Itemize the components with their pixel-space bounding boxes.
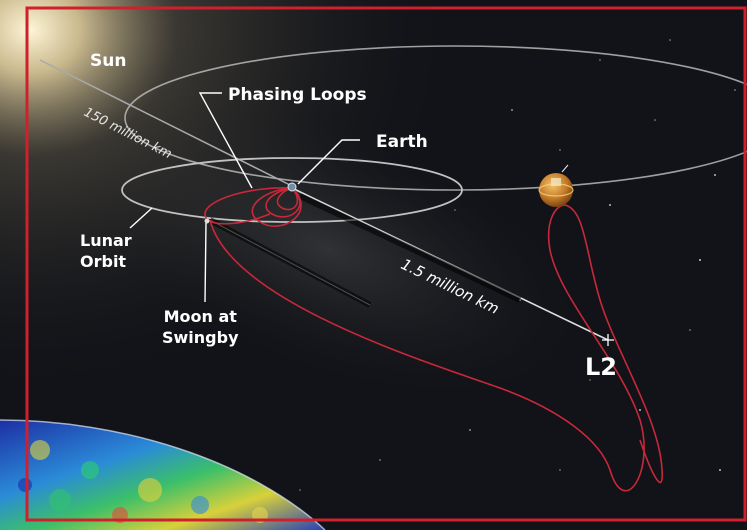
moon-marker xyxy=(204,218,210,224)
earth-marker xyxy=(287,182,297,192)
label-leader-lines xyxy=(129,92,360,303)
phasing-loops-label: Phasing Loops xyxy=(228,85,367,105)
lunar-orbit-label: Lunar Orbit xyxy=(80,230,132,272)
lunar-orbit-ring xyxy=(121,157,463,223)
red-frame xyxy=(25,6,747,522)
lunar-orbit-line-1: Lunar xyxy=(80,231,132,250)
lunar-orbit-line-2: Orbit xyxy=(80,252,127,271)
sun-label: Sun xyxy=(90,51,127,71)
earth-orbit-ring xyxy=(124,45,747,191)
moon-swingby-line-2: Swingby xyxy=(162,328,239,347)
moon-swingby-line-1: Moon at xyxy=(163,307,237,326)
sun-earth-line xyxy=(39,59,293,187)
earth-label: Earth xyxy=(376,132,428,152)
moon-swingby-label: Moon at Swingby xyxy=(162,306,239,348)
phasing-loops-path xyxy=(204,187,302,227)
l2-label: L2 xyxy=(585,353,617,381)
l2-point-marker xyxy=(602,334,614,346)
spacecraft-icon xyxy=(538,164,574,207)
transfer-trajectory xyxy=(209,204,663,492)
